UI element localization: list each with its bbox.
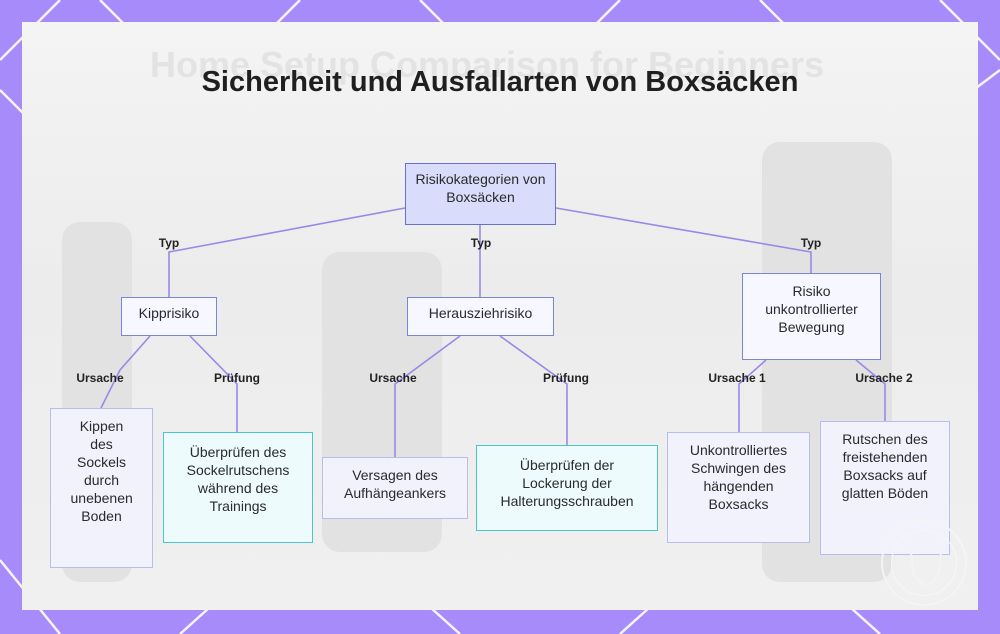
edge-label-cause-1: Ursache 1 <box>708 371 765 385</box>
edge-root-tip <box>169 208 405 297</box>
node-pull-cause: Versagen des Aufhängeankers <box>322 457 468 519</box>
node-swing-risk: Risiko unkontrollierter Bewegung <box>742 273 881 360</box>
node-pull-risk: Herausziehrisiko <box>407 297 554 336</box>
node-swing-risk-label: Risiko unkontrollierter Bewegung <box>753 282 871 336</box>
edge-label-check: Prüfung <box>543 371 589 385</box>
node-pull-check-label: Überprüfen der Lockerung der Halterungss… <box>492 456 642 510</box>
edge-label-type: Typ <box>801 236 821 250</box>
edge-label-cause-2: Ursache 2 <box>855 371 912 385</box>
node-tip-cause-label: Kippen des Sockels durch unebenen Boden <box>71 417 133 525</box>
node-pull-check: Überprüfen der Lockerung der Halterungss… <box>476 445 658 531</box>
node-tip-cause: Kippen des Sockels durch unebenen Boden <box>50 408 153 568</box>
edge-label-check: Prüfung <box>214 371 260 385</box>
edge-swing-cause2 <box>856 360 885 421</box>
edge-pull-cause <box>395 336 460 457</box>
node-pull-risk-label: Herausziehrisiko <box>429 304 532 322</box>
node-tip-risk-label: Kipprisiko <box>139 304 200 322</box>
edge-label-cause: Ursache <box>76 371 123 385</box>
node-swing-cause-2-label: Rutschen des freistehenden Boxsacks auf … <box>833 430 937 502</box>
edge-pull-check <box>500 336 567 445</box>
node-swing-cause-1: Unkontrolliertes Schwingen des hängenden… <box>667 432 810 543</box>
node-root: Risikokategorien von Boxsäcken <box>405 163 556 225</box>
node-swing-cause-1-label: Unkontrolliertes Schwingen des hängenden… <box>683 441 795 513</box>
node-tip-check-label: Überprüfen des Sockelrutschens während d… <box>179 443 297 515</box>
node-tip-check: Überprüfen des Sockelrutschens während d… <box>163 432 313 543</box>
node-pull-cause-label: Versagen des Aufhängeankers <box>338 466 452 502</box>
node-root-label: Risikokategorien von Boxsäcken <box>406 170 555 206</box>
edge-label-type: Typ <box>159 236 179 250</box>
watermark-seal-icon <box>881 520 967 606</box>
edge-root-swing <box>556 208 811 273</box>
edge-label-cause: Ursache <box>369 371 416 385</box>
shield-icon <box>883 522 969 608</box>
node-tip-risk: Kipprisiko <box>121 297 217 336</box>
edge-label-type: Typ <box>471 236 491 250</box>
